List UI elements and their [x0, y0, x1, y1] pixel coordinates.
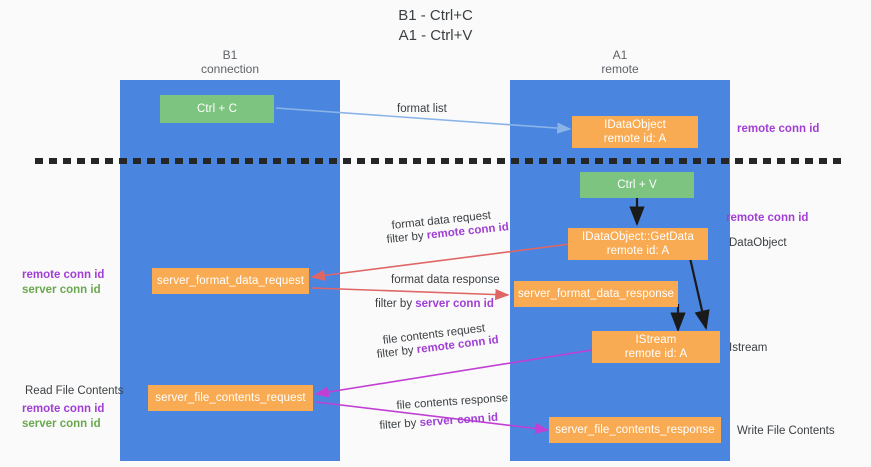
- server-format-data-response-label: server_format_data_response: [517, 288, 675, 300]
- page-title: B1 - Ctrl+C A1 - Ctrl+V: [398, 7, 473, 44]
- right-note-istream: Istream: [729, 341, 767, 356]
- format-list-text: format list: [397, 103, 447, 115]
- right-dataobject-label: DataObject: [729, 237, 787, 249]
- ctrl-c-box[interactable]: Ctrl + C: [160, 95, 274, 123]
- right-note-write-file-contents: Write File Contents: [737, 424, 835, 439]
- right-istream-label: Istream: [729, 342, 768, 354]
- edge-label-format-list: format list: [397, 102, 447, 117]
- filter-prefix-4: filter by: [379, 417, 421, 432]
- idataobject-box[interactable]: IDataObject remote id: A: [572, 116, 698, 148]
- column-header-a1: A1 remote: [601, 48, 639, 76]
- istream-label: IStream: [635, 334, 677, 346]
- server-file-contents-response-box[interactable]: server_file_contents_response: [549, 417, 721, 443]
- istream-box[interactable]: IStream remote id: A: [592, 331, 720, 363]
- left-remote-conn-id-1: remote conn id: [22, 269, 105, 281]
- right-note-remote-conn-id-mid: remote conn id: [726, 211, 808, 226]
- right-note-dataobject: DataObject: [729, 236, 787, 251]
- left-server-conn-id-2: server conn id: [22, 418, 101, 430]
- filter-prefix-3: filter by: [376, 344, 418, 361]
- right-remote-conn-id-2: remote conn id: [726, 212, 809, 224]
- istream-remote-id: remote id: A: [624, 348, 688, 360]
- server-file-contents-request-label: server_file_contents_request: [155, 392, 306, 404]
- ctrl-v-label: Ctrl + V: [617, 179, 657, 191]
- left-note-read-file-contents: Read File Contents: [25, 384, 123, 399]
- filter-key-server-conn-id-2: server conn id: [419, 411, 499, 430]
- server-format-data-response-box[interactable]: server_format_data_response: [514, 281, 678, 307]
- phase-divider: [35, 158, 841, 164]
- getdata-remote-id: remote id: A: [606, 245, 670, 257]
- edge-label-file-contents-response-filter: filter by server conn id: [379, 411, 499, 434]
- filter-prefix-2: filter by: [375, 298, 416, 310]
- server-file-contents-response-label: server_file_contents_response: [555, 424, 715, 436]
- filter-key-server-conn-id: server conn id: [415, 298, 494, 310]
- format-data-response-text: format data response: [391, 274, 500, 286]
- ctrl-v-box[interactable]: Ctrl + V: [580, 172, 694, 198]
- server-format-data-request-label: server_format_data_request: [156, 275, 305, 287]
- left-read-file-contents-label: Read File Contents: [25, 385, 124, 397]
- right-remote-conn-id-1: remote conn id: [737, 123, 820, 135]
- server-format-data-request-box[interactable]: server_format_data_request: [152, 268, 309, 294]
- edge-label-format-data-response-filter: filter by server conn id: [375, 297, 494, 312]
- idataobject-remote-id: remote id: A: [603, 133, 667, 145]
- right-note-remote-conn-id-top: remote conn id: [737, 122, 819, 137]
- left-note-conn-ids-2: remote conn id server conn id: [22, 402, 104, 432]
- ctrl-c-label: Ctrl + C: [196, 103, 238, 115]
- column-header-b1: B1 connection: [200, 48, 260, 76]
- arrow-format-data-response: [311, 287, 510, 301]
- getdata-label: IDataObject::GetData: [582, 231, 694, 243]
- left-remote-conn-id-2: remote conn id: [22, 403, 105, 415]
- left-server-conn-id-1: server conn id: [22, 284, 101, 296]
- filter-prefix: filter by: [386, 229, 428, 246]
- right-write-file-contents-label: Write File Contents: [737, 425, 835, 437]
- server-file-contents-request-box[interactable]: server_file_contents_request: [148, 385, 313, 411]
- idataobject-getdata-box[interactable]: IDataObject::GetData remote id: A: [568, 228, 708, 260]
- file-contents-response-text: file contents response: [396, 392, 509, 412]
- idataobject-label: IDataObject: [604, 119, 666, 131]
- left-note-conn-ids: remote conn id server conn id: [22, 268, 104, 298]
- edge-label-format-data-response: format data response: [391, 273, 500, 288]
